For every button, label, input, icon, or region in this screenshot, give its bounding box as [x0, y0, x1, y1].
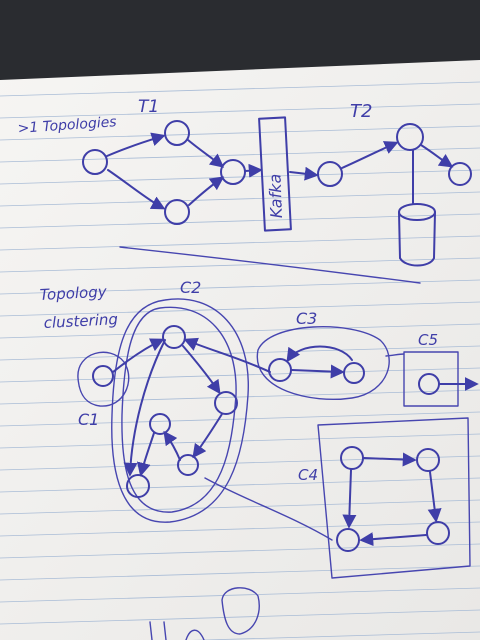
c2-node-c: [149, 413, 171, 435]
table-background: [0, 0, 480, 70]
cluster-c5-box: [403, 351, 459, 407]
ruled-line: [0, 323, 480, 339]
cluster-c2-boundary-inner: [121, 306, 237, 513]
c4-edge: [359, 532, 427, 547]
ruled-line: [0, 389, 480, 405]
c4-node-c: [336, 528, 360, 552]
c2-edge: [123, 339, 166, 477]
ruled-line: [0, 301, 480, 317]
kafka-box: [258, 116, 292, 232]
c3-edge: [291, 364, 345, 379]
cluster-c2-boundary: [111, 298, 249, 523]
t1-edge: [187, 139, 225, 168]
c2-node-a: [162, 325, 186, 349]
ruled-line: [0, 587, 480, 603]
c3-label: C3: [296, 309, 317, 328]
t1-node-d: [164, 199, 190, 225]
t1-edge: [188, 176, 225, 206]
c2-edge: [192, 413, 223, 459]
t2-node-b: [396, 123, 424, 151]
c4-edge: [342, 469, 357, 529]
ruled-line: [0, 477, 480, 493]
cluster-c3-boundary: [256, 326, 390, 401]
t1-edge: [107, 169, 166, 210]
clustering-sketch: Topology clustering C1 C2 C3 C4 C5: [39, 278, 479, 579]
ruled-line: [0, 81, 480, 97]
t2-edge: [420, 144, 454, 168]
c4-node-b: [416, 448, 440, 472]
ruled-line: [0, 455, 480, 471]
heading-text: >1 Topologies: [17, 114, 117, 137]
c5-link: [385, 353, 405, 357]
ruled-line: [191, 631, 480, 640]
ruled-line: [0, 411, 480, 427]
kafka-label: Kafka: [265, 173, 286, 218]
topologies-sketch: >1 Topologies T1 T2 Kafka: [17, 97, 472, 267]
t1-edge: [244, 163, 263, 178]
ruled-line: [0, 565, 480, 581]
ruled-line: [0, 147, 480, 163]
t2-edge: [341, 141, 399, 169]
ruled-line: [0, 433, 480, 449]
c4-label: C4: [298, 466, 318, 484]
ruled-line: [0, 103, 480, 119]
ruled-line: [0, 543, 480, 559]
t1-edge: [106, 132, 166, 157]
ruled-line: [0, 367, 480, 383]
c1-label: C1: [78, 410, 99, 429]
cluster-c4-boundary: [317, 417, 471, 579]
t1-label: T1: [138, 97, 159, 117]
c5-label: C5: [418, 331, 438, 349]
c4-link: [204, 477, 333, 541]
c2-node-d: [177, 454, 199, 476]
divider-line: [119, 246, 421, 284]
ruled-line: [0, 191, 480, 207]
cluster-c1: [77, 351, 130, 407]
database-icon: [398, 203, 436, 267]
c2-edge: [112, 338, 165, 373]
ruled-line: [0, 609, 480, 625]
paper-sheet: [0, 60, 480, 640]
ruled-line: [0, 169, 480, 185]
c4-edge: [427, 471, 442, 523]
t2-edge: [289, 166, 319, 181]
c2-edge: [163, 430, 181, 461]
cross-cluster-edge: [183, 337, 271, 373]
c4-edge: [363, 452, 417, 467]
clustering-heading-line1: Topology: [39, 282, 108, 304]
c2-node-b: [214, 391, 238, 415]
bottom-scribble: [149, 587, 260, 640]
ruled-line: [0, 345, 480, 361]
ruled-line: [0, 279, 480, 295]
ruled-line: [0, 257, 480, 273]
c3-edge: [286, 345, 353, 363]
t1-node-a: [82, 149, 108, 175]
t2-label: T2: [350, 101, 372, 122]
t2-node-c: [448, 162, 472, 186]
c2-label: C2: [180, 278, 201, 297]
ruled-lines: [0, 81, 480, 640]
clustering-heading-line2: clustering: [43, 310, 118, 332]
ruled-line: [0, 499, 480, 515]
ruled-line: [0, 521, 480, 537]
c2-edge: [136, 432, 155, 477]
